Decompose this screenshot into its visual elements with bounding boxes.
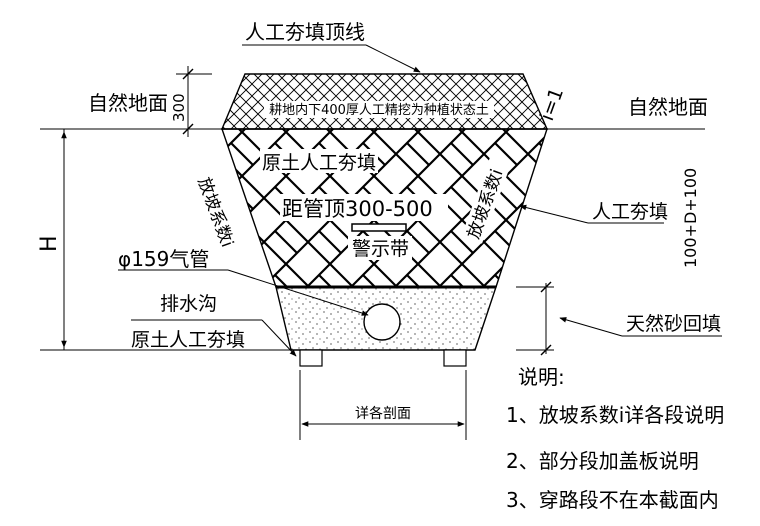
slope-factor-left: 放坡系数i <box>193 175 237 250</box>
pipe-spec-label: φ159气管 <box>118 247 209 271</box>
manual-fill-arrow <box>519 204 589 224</box>
warning-tape <box>351 223 407 232</box>
section-width-label: 详各剖面 <box>355 406 411 422</box>
drain-fill-label: 原土人工夯填 <box>131 329 245 351</box>
drain-ditch-left <box>299 349 323 367</box>
slope-ratio: i=1 <box>536 85 568 124</box>
warning-tape-label: 警示带 <box>352 238 409 260</box>
original-fill-label: 原土人工夯填 <box>262 152 376 174</box>
backfill-top-line-label: 人工夯填顶线 <box>245 20 365 44</box>
original-fill-label-bg <box>260 149 378 173</box>
note-item-2: 2、部分段加盖板说明 <box>506 449 699 473</box>
topsoil-dim-slash-top <box>182 68 194 80</box>
warning-tape-label-bg <box>348 236 412 260</box>
topsoil-note: 耕地内下400厚人工精挖为种植状态土 <box>269 102 489 118</box>
sand-dim-slash-top <box>540 281 552 293</box>
manual-fill-label: 人工夯填 <box>592 201 668 223</box>
backfill-top-line-arrow <box>365 44 421 73</box>
gas-pipe <box>363 303 401 341</box>
topsoil-depth-label: 300 <box>170 93 188 122</box>
depth-h-label: H <box>37 235 62 252</box>
topsoil-note-box <box>264 101 494 118</box>
pipe-distance-label: 距管顶300-500 <box>282 197 433 221</box>
sand-backfill-label: 天然砂回填 <box>626 313 721 335</box>
drain-ditch-label: 排水沟 <box>160 293 217 315</box>
sand-dim-slash-bottom <box>540 344 552 356</box>
note-item-3: 3、穿路段不在本截面内 <box>506 488 719 512</box>
sand-backfill-arrow <box>559 317 623 337</box>
natural-ground-label-right: 自然地面 <box>628 95 708 119</box>
drain-ditch-right <box>443 349 467 367</box>
topsoil-dim-slash-bottom <box>182 123 194 135</box>
natural-ground-label-left: 自然地面 <box>88 91 168 115</box>
pipe-spec-arrow <box>227 269 369 316</box>
drain-ditch-arrow <box>261 319 297 357</box>
note-item-1: 1、放坡系数i详各段说明 <box>506 403 724 427</box>
sand-depth-label: 100+D+100 <box>681 168 700 268</box>
notes-title: 说明: <box>518 365 565 389</box>
pipe-distance-label-bg <box>280 194 448 221</box>
